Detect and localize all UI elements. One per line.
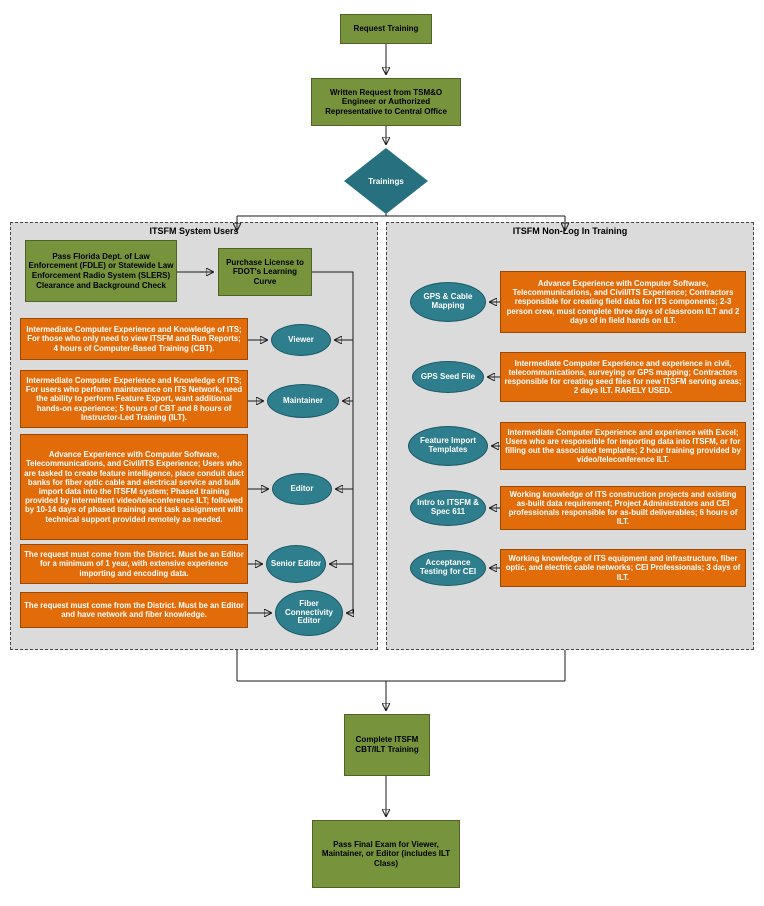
gps-cable-mapping-description-box: Advance Experience with Computer Softwar… [500, 271, 746, 333]
purchase-license-box: Purchase License to FDOT's Learning Curv… [218, 248, 312, 296]
pass-final-exam-box: Pass Final Exam for Viewer, Maintainer, … [312, 820, 460, 888]
gps-seed-file-ellipse: GPS Seed File [412, 361, 484, 393]
acceptance-testing-cei-description-box: Working knowledge of ITS equipment and i… [500, 549, 746, 587]
intro-itsfm-spec611-description-box: Working knowledge of ITS construction pr… [500, 486, 746, 530]
feature-import-templates-ellipse: Feature Import Templates [408, 426, 488, 466]
clearance-box: Pass Florida Dept. of Law Enforcement (F… [25, 240, 177, 302]
fiber-connectivity-editor-ellipse: Fiber Connectivity Editor [275, 590, 343, 636]
fiber-editor-description-box: The request must come from the District.… [20, 592, 248, 628]
editor-role-ellipse: Editor [272, 473, 332, 505]
intro-itsfm-spec611-ellipse: Intro to ITSFM & Spec 611 [410, 490, 486, 526]
viewer-role-ellipse: Viewer [271, 324, 331, 356]
feature-import-templates-description-box: Intermediate Computer Experience and exp… [500, 422, 746, 470]
written-request-box: Written Request from TSM&O Engineer or A… [311, 78, 461, 126]
complete-training-box: Complete ITSFM CBT/ILT Training [344, 714, 430, 776]
gps-cable-mapping-ellipse: GPS & Cable Mapping [410, 282, 486, 322]
maintainer-description-box: Intermediate Computer Experience and Kno… [20, 370, 248, 428]
editor-description-box: Advance Experience with Computer Softwar… [20, 434, 248, 540]
senior-editor-role-ellipse: Senior Editor [266, 545, 326, 583]
senior-editor-description-box: The request must come from the District.… [20, 544, 248, 584]
maintainer-role-ellipse: Maintainer [267, 384, 339, 418]
non-login-panel-title: ITSFM Non-Log In Training [512, 226, 628, 236]
viewer-description-box: Intermediate Computer Experience and Kno… [20, 318, 248, 360]
trainings-decision-diamond: Trainings [344, 148, 428, 214]
request-training-box: Request Training [340, 14, 432, 44]
acceptance-testing-cei-ellipse: Acceptance Testing for CEI [410, 550, 486, 586]
gps-seed-file-description-box: Intermediate Computer Experience and exp… [500, 352, 746, 402]
system-users-panel-title: ITSFM System Users [149, 226, 239, 236]
